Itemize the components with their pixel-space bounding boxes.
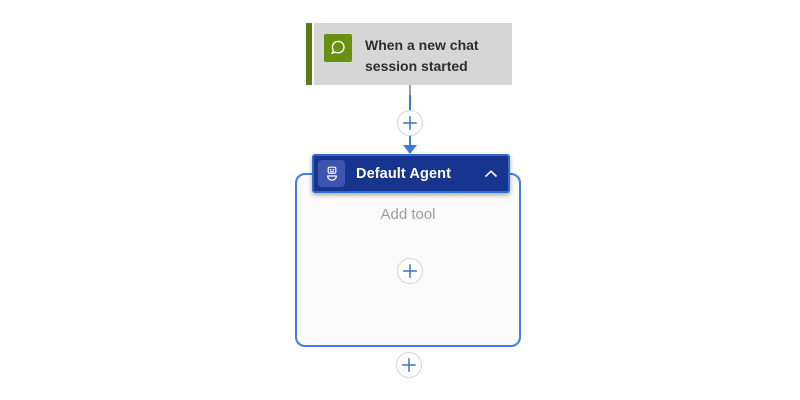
agent-header[interactable]: Default Agent [312,154,510,193]
chevron-up-icon [484,169,498,177]
plus-icon [403,264,417,278]
chat-session-icon [324,34,352,62]
plus-icon [402,358,416,372]
add-tool-placeholder: Add tool [380,206,436,223]
add-next-step-button[interactable] [396,352,422,378]
trigger-accent-bar [306,23,312,85]
trigger-card[interactable]: When a new chat session started [306,23,512,85]
insert-action-button[interactable] [397,110,423,136]
collapse-button[interactable] [482,168,500,180]
trigger-title: When a new chat session started [365,37,479,74]
plus-icon [403,116,417,130]
trigger-card-body: When a new chat session started [314,23,512,85]
connector-stub [409,85,411,95]
add-tool-button[interactable] [397,258,423,284]
arrow-down-icon [403,145,417,154]
agent-robot-icon [318,160,345,187]
agent-title: Default Agent [356,165,452,182]
